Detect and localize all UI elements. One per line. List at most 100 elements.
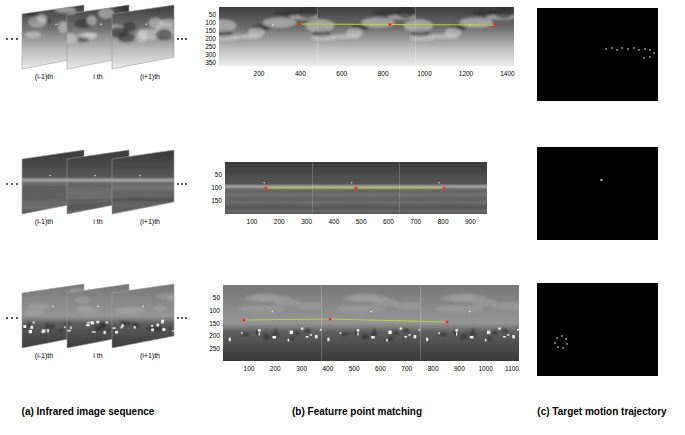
infrared-background: [420, 285, 519, 361]
trajectory-point: [600, 179, 602, 181]
bright-building: [161, 321, 164, 323]
tick-label: 250: [209, 346, 220, 353]
tick-label: 1100: [505, 366, 519, 373]
bright-building: [258, 329, 261, 331]
bright-building: [87, 322, 90, 323]
sea-streak: [112, 186, 174, 187]
bright-building: [487, 331, 490, 334]
tree: [242, 333, 250, 336]
infrared-background: [223, 285, 322, 361]
tree: [132, 323, 137, 326]
sea-streak: [312, 199, 399, 200]
frame-label: (i+1)th: [140, 73, 160, 80]
haze: [74, 297, 90, 303]
bright-building: [357, 332, 358, 335]
tick-label: 100: [209, 308, 220, 315]
infrared-frame: [104, 5, 177, 69]
trajectory-point: [633, 47, 635, 49]
ellipsis-dot: [177, 317, 179, 319]
tree: [290, 336, 294, 341]
feature-point: [388, 23, 391, 26]
sea-streak: [112, 197, 174, 198]
sky-streak: [400, 179, 487, 180]
panorama-image: [219, 7, 514, 66]
sea-streak: [225, 200, 312, 201]
tick-label: 600: [375, 366, 386, 373]
trajectory-point: [601, 179, 603, 181]
trajectory-point: [566, 343, 568, 345]
tree: [146, 327, 151, 330]
sea-streak: [400, 194, 487, 195]
panel-caption: (c) Target motion trajectory: [537, 407, 666, 417]
trajectory-point: [565, 338, 567, 340]
tree: [304, 329, 310, 333]
sea-streak: [112, 212, 174, 213]
feature-point: [445, 320, 448, 323]
bright-building: [503, 336, 506, 338]
bright-building: [507, 334, 509, 335]
frame-label: (i-1)th: [35, 73, 53, 80]
bright-building: [122, 324, 124, 327]
target-dot: [139, 175, 141, 177]
tree: [488, 336, 492, 341]
bright-building: [288, 339, 290, 342]
trajectory-panel: [537, 8, 658, 101]
tick-label: 100: [211, 185, 222, 192]
cloud: [305, 19, 335, 32]
sky-streak: [225, 181, 312, 182]
sky-streak: [112, 169, 174, 170]
tick-label: 200: [209, 333, 220, 340]
target-dot: [49, 175, 51, 177]
tree: [294, 331, 299, 335]
frame-label: (i+1)th: [140, 218, 160, 225]
sea-streak: [112, 206, 174, 207]
tick-label: 200: [205, 36, 216, 43]
tick-label: 50: [209, 12, 216, 19]
bright-building: [106, 322, 108, 324]
bright-building: [229, 338, 231, 341]
target-dot: [351, 182, 353, 184]
ellipsis-dot: [11, 183, 13, 185]
trajectory-point: [556, 337, 558, 339]
bright-building: [29, 330, 32, 333]
feature-point: [328, 317, 331, 320]
trajectory-point: [605, 48, 607, 50]
frame-edge: [112, 284, 174, 348]
target-dot: [94, 175, 96, 177]
tick-label: 100: [244, 366, 255, 373]
sea-streak: [312, 210, 399, 211]
target-dot: [145, 23, 147, 25]
tick-label: 400: [328, 219, 339, 226]
tick-label: 250: [205, 44, 216, 51]
cloud: [444, 28, 461, 38]
bright-building: [456, 332, 457, 335]
bright-building: [340, 332, 342, 334]
bright-building: [498, 328, 500, 330]
sea-streak: [400, 198, 487, 199]
haze: [435, 305, 483, 313]
ellipsis-dot: [181, 38, 183, 40]
tick-label: 500: [356, 219, 367, 226]
ellipsis-dot: [181, 317, 183, 319]
bright-building: [272, 336, 276, 339]
sea-streak: [112, 204, 174, 205]
tick-label: 50: [215, 172, 222, 179]
bright-building: [96, 321, 99, 323]
tick-label: 100: [205, 20, 216, 27]
ellipsis-dot: [6, 317, 8, 319]
cloud: [459, 17, 493, 28]
target-dot: [97, 306, 99, 308]
sea-streak: [312, 213, 399, 214]
cloud: [361, 17, 395, 28]
bright-building: [310, 334, 312, 335]
tick-label: 700: [410, 219, 421, 226]
target-dot: [370, 311, 372, 313]
haze: [155, 293, 181, 299]
sea-streak: [225, 209, 312, 210]
haze: [28, 303, 51, 309]
bright-building: [113, 327, 116, 329]
match-line: [300, 24, 495, 25]
tick-label: 150: [205, 28, 216, 35]
haze: [154, 306, 167, 312]
bright-building: [161, 320, 164, 321]
